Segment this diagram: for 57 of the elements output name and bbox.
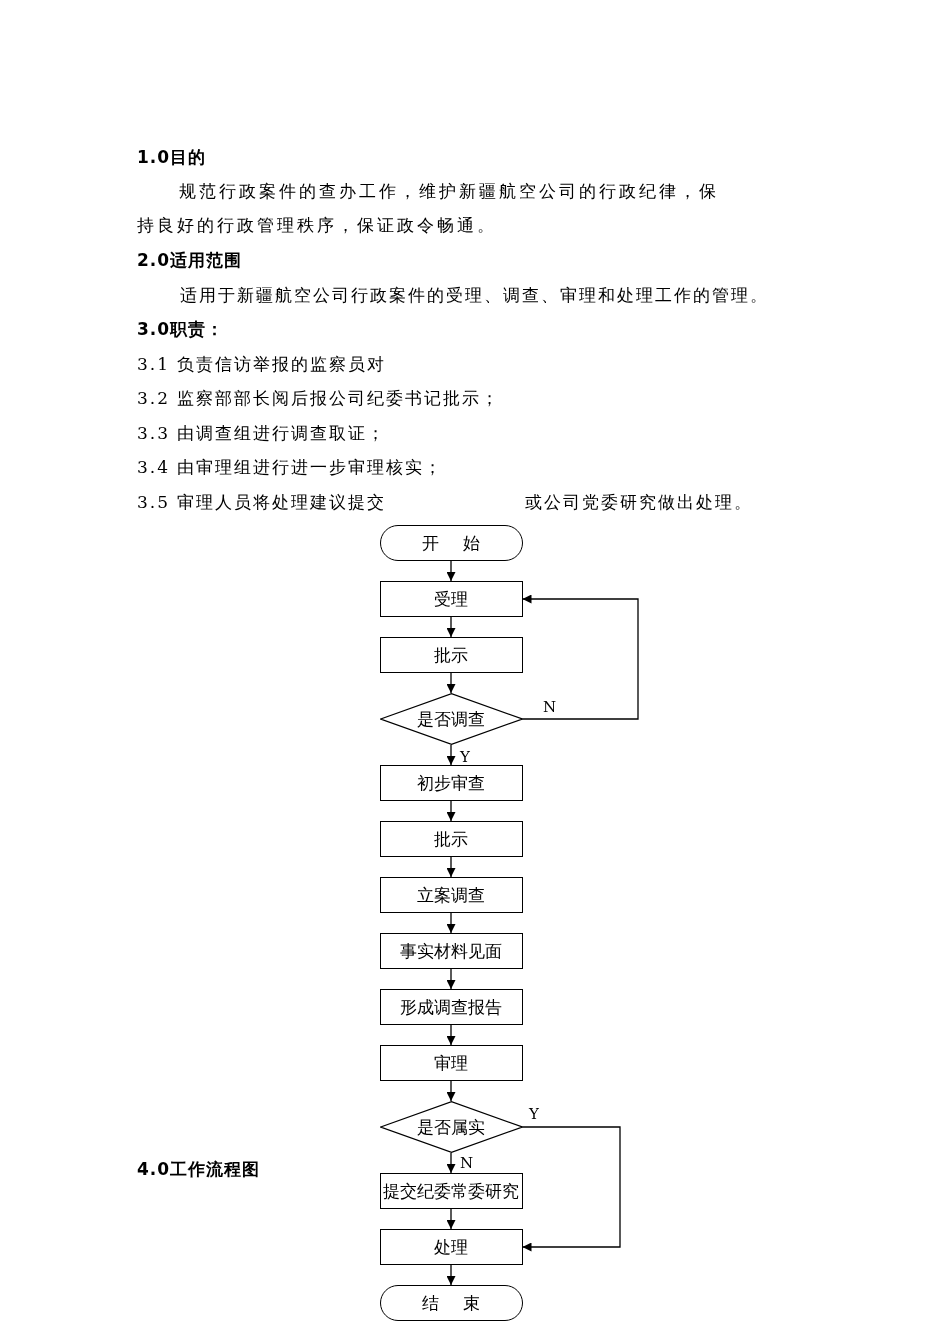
arrow <box>446 856 456 878</box>
step-label: 开始 <box>422 531 504 555</box>
arrow <box>446 1264 456 1286</box>
process-box <box>379 637 523 673</box>
process-box <box>379 821 523 857</box>
step-label: 初步审查 <box>417 771 485 795</box>
body-text: 适用于新疆航空公司行政案件的受理、调查、审理和处理工作的管理。 <box>180 284 769 307</box>
process-box <box>379 581 523 617</box>
arrow <box>446 1208 456 1230</box>
arrow <box>446 912 456 934</box>
arrow <box>446 1152 456 1174</box>
section-heading: 4.0工作流程图 <box>137 1158 261 1181</box>
arrow <box>446 744 456 766</box>
process-box <box>379 933 523 969</box>
body-text: 3.2 监察部部长阅后报公司纪委书记批示； <box>137 387 501 410</box>
arrow <box>446 560 456 582</box>
arrow <box>446 616 456 638</box>
arrow <box>521 1126 621 1252</box>
terminal-box <box>379 525 523 561</box>
arrow <box>446 672 456 694</box>
body-text: 或公司党委研究做出处理。 <box>525 491 753 514</box>
step-label: 批示 <box>434 643 468 667</box>
body-text: 3.4 由审理组进行进一步审理核实； <box>137 456 444 479</box>
step-label: 形成调查报告 <box>400 995 502 1019</box>
process-box <box>379 1173 523 1209</box>
step-label: 事实材料见面 <box>400 939 502 963</box>
body-text: 3.3 由调查组进行调查取证； <box>137 422 387 445</box>
arrow <box>446 1080 456 1102</box>
body-text: 3.1 负责信访举报的监察员对 <box>137 353 387 376</box>
process-box <box>379 1045 523 1081</box>
step-label: 处理 <box>434 1235 468 1259</box>
process-box <box>379 877 523 913</box>
edge-label: Y <box>458 749 472 765</box>
process-box <box>379 1229 523 1265</box>
arrow <box>521 594 639 720</box>
step-label: 是否调查 <box>417 707 485 731</box>
step-label: 提交纪委常委研究 <box>383 1179 519 1203</box>
process-box <box>379 765 523 801</box>
edge-label: Y <box>527 1106 541 1122</box>
body-text: 3.5 审理人员将处理建议提交 <box>137 491 387 514</box>
arrow <box>446 1024 456 1046</box>
edge-label: N <box>458 1155 476 1171</box>
edge-label: N <box>541 699 559 715</box>
step-label: 是否属实 <box>417 1115 485 1139</box>
step-label: 结束 <box>422 1291 504 1315</box>
process-box <box>379 989 523 1025</box>
step-label: 审理 <box>434 1051 468 1075</box>
step-label: 受理 <box>434 587 468 611</box>
step-label: 立案调查 <box>417 883 485 907</box>
section-heading: 1.0目的 <box>137 146 207 169</box>
terminal-box <box>379 1285 523 1321</box>
body-text: 规范行政案件的查办工作，维护新疆航空公司的行政纪律，保持良好的行政管理秩序，保证政令畅通。 <box>137 180 720 237</box>
arrow <box>446 800 456 822</box>
section-heading: 2.0适用范围 <box>137 249 243 272</box>
section-heading: 3.0职责： <box>137 318 225 341</box>
arrow <box>446 968 456 990</box>
step-label: 批示 <box>434 827 468 851</box>
